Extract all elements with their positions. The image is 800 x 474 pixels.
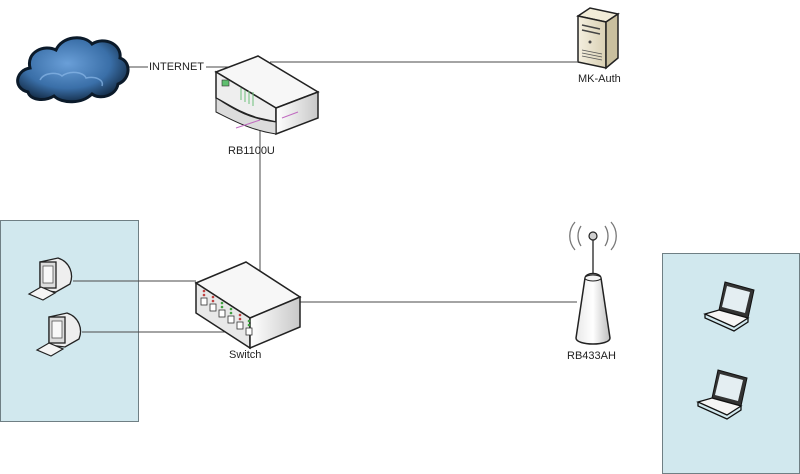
cloud-icon (16, 36, 130, 104)
server-icon (576, 7, 620, 70)
server-label: MK-Auth (578, 73, 621, 85)
edges (73, 61, 577, 333)
laptop-icon (696, 369, 748, 420)
router-label: RB1100U (228, 145, 275, 157)
desktop-computer-icon (27, 257, 73, 301)
internet-label: INTERNET (149, 61, 204, 73)
router-icon (214, 55, 320, 136)
switch-label: Switch (229, 349, 262, 361)
access-point-label: RB433AH (567, 350, 616, 362)
wireless-access-point-icon (569, 221, 617, 345)
switch-icon (194, 261, 302, 350)
laptop-icon (703, 281, 755, 332)
desktop-computer-icon (35, 312, 82, 357)
